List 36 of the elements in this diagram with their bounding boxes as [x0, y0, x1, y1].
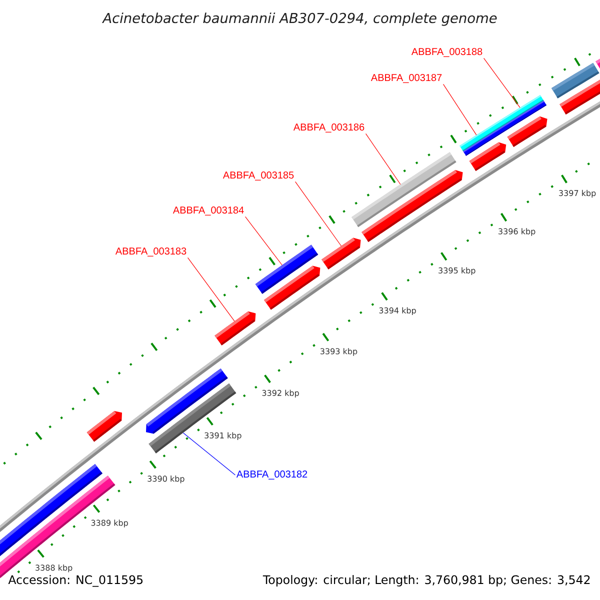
gene-label: ABBFA_003187 — [370, 74, 442, 83]
footer-text: Topology: circular; Length: 3,760,981 bp; Genes: 3,542 — [262, 575, 590, 586]
tick-label: 3395 kbp — [438, 267, 476, 276]
gene-label: ABBFA_003183 — [115, 248, 186, 256]
leader-line — [182, 432, 236, 476]
leader-line — [483, 58, 520, 108]
gene-label: ABBFA_003182 — [236, 470, 308, 480]
tick-label: 3392 kbp — [262, 390, 299, 398]
tick-label: 3390 kbp — [148, 476, 184, 484]
leader-line — [244, 216, 282, 266]
tick-label: 3397 kbp — [559, 190, 596, 198]
tick-label: 3396 kbp — [498, 228, 536, 236]
tick-label: 3389 kbp — [91, 520, 128, 528]
gene-bar — [469, 142, 506, 172]
gene-bar — [214, 311, 256, 346]
tick-label: 3391 kbp — [204, 432, 242, 440]
gene-label: ABBFA_003185 — [222, 172, 294, 180]
leader-line — [294, 181, 342, 246]
tick-label: 3394 kbp — [379, 307, 416, 316]
leader-line — [443, 84, 477, 136]
gene-bar — [560, 80, 600, 114]
gene-bar — [322, 238, 361, 270]
gene-label: ABBFA_003188 — [411, 48, 482, 57]
gene-bar — [264, 266, 320, 310]
tick-label: 3393 kbp — [320, 348, 358, 356]
leader-line — [187, 257, 235, 322]
tick-label: 3388 kbp — [36, 564, 72, 572]
gene-bar — [362, 170, 463, 242]
gene-label: ABBFA_003184 — [172, 206, 244, 216]
gene-bar — [596, 58, 600, 69]
gene-bar — [86, 410, 122, 442]
gene-label: ABBFA_003186 — [293, 124, 364, 132]
title: Acinetobacter baumannii AB307-0294, complete genome — [102, 12, 497, 26]
footer-text: Accession: NC_011595 — [8, 575, 143, 587]
gene-bar — [507, 116, 548, 147]
leader-line — [365, 133, 401, 185]
